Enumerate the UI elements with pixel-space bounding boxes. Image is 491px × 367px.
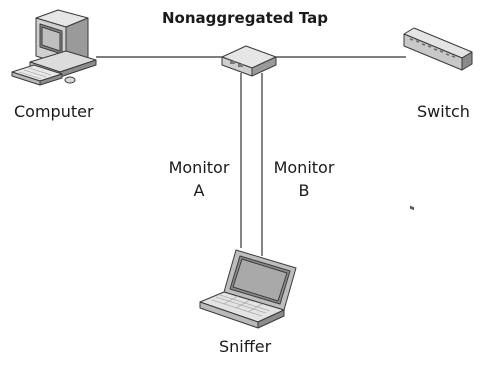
monitor-b-label: Monitor B — [266, 158, 342, 200]
tap-icon — [221, 45, 277, 77]
monitor-a-line2: A — [193, 181, 205, 200]
computer-icon — [11, 9, 97, 86]
diagram-title: Nonaggregated Tap — [162, 9, 329, 27]
sniffer-label: Sniffer — [219, 337, 272, 356]
connections — [96, 56, 406, 256]
monitor-b-line1: Monitor — [273, 158, 335, 177]
switch-icon — [403, 27, 473, 211]
monitor-b-line2: B — [298, 181, 310, 200]
monitor-a-line1: Monitor — [168, 158, 230, 177]
monitor-a-label: Monitor A — [162, 158, 236, 200]
laptop-icon — [199, 249, 297, 329]
computer-label: Computer — [14, 102, 94, 121]
switch-label: Switch — [417, 102, 470, 121]
